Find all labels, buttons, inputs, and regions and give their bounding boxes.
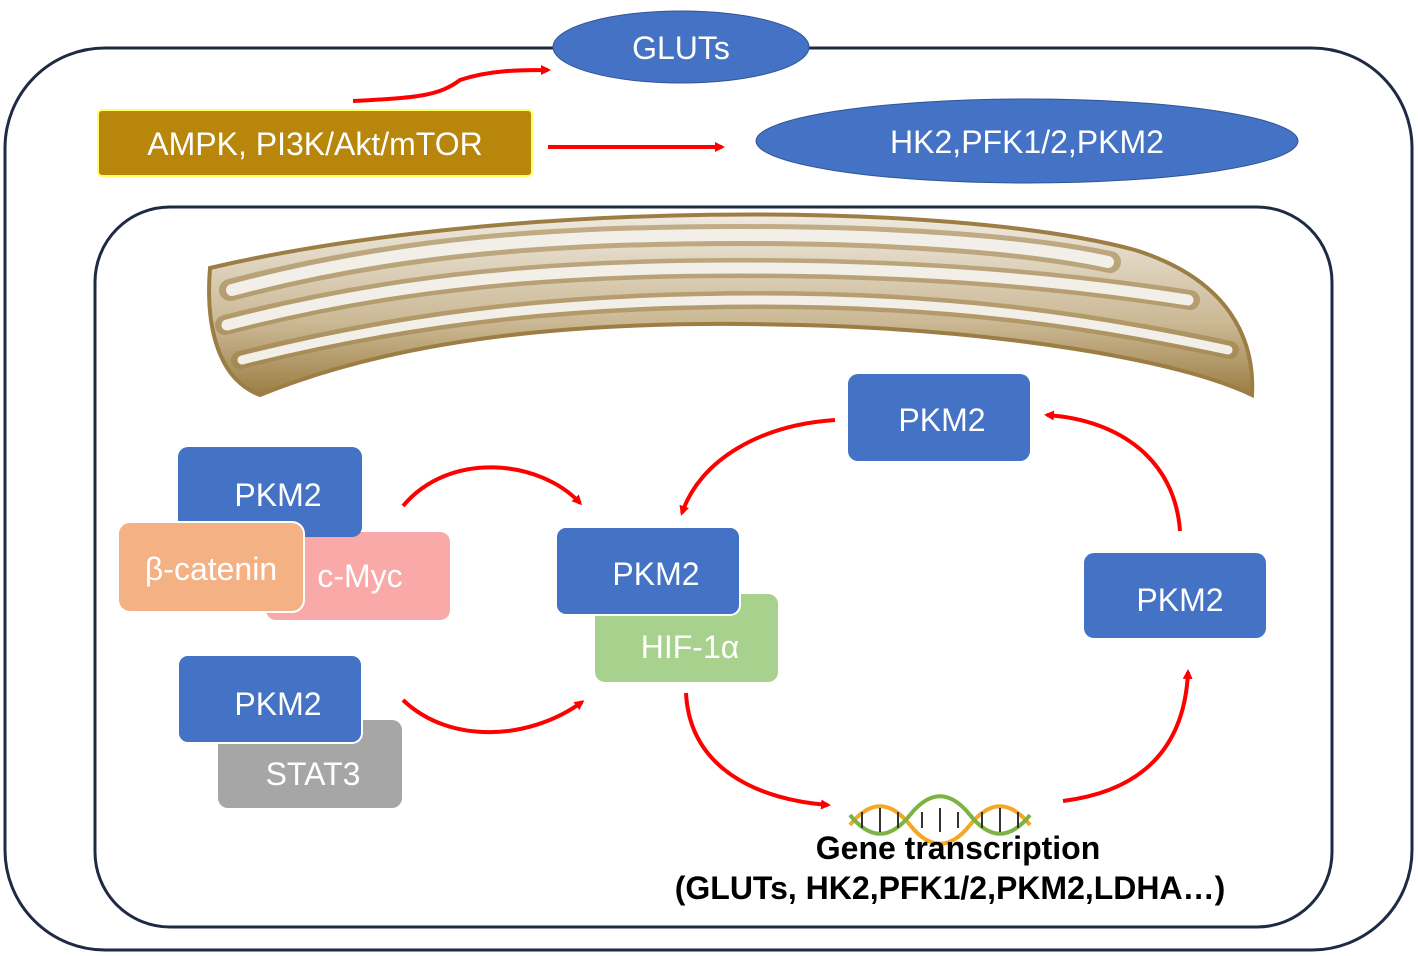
- complex-pkm2-beta-catenin: c-Myc PKM2 β-catenin: [117, 447, 450, 620]
- ampk-label: AMPK, PI3K/Akt/mTOR: [147, 126, 482, 162]
- pkm2-box-stat3: [177, 654, 363, 744]
- arrow-ampk-to-gluts: [352, 65, 551, 103]
- hif-label: HIF-1α: [641, 629, 740, 665]
- gene-transcription-title: Gene transcription: [816, 830, 1101, 866]
- arrow-beta-to-hif: [401, 465, 583, 508]
- stat3-label: STAT3: [266, 756, 361, 792]
- pkm2-box-beta: [178, 447, 362, 537]
- arrow-top-pkm2-to-hif: [679, 418, 836, 516]
- gluts-transporter: GLUTs: [552, 10, 810, 84]
- enzymes-label: HK2,PFK1/2,PKM2: [890, 124, 1164, 160]
- arrow-right-to-top-pkm2: [1044, 410, 1182, 532]
- arrow-gene-to-right-pkm2: [1062, 669, 1193, 803]
- pkm2-box-hif: [555, 526, 741, 616]
- pkm2-label-hif: PKM2: [612, 556, 699, 592]
- er-organelle: [207, 212, 1255, 399]
- cmyc-label: c-Myc: [317, 558, 402, 594]
- complex-pkm2-hif: HIF-1α PKM2: [555, 526, 778, 682]
- beta-catenin-box: [117, 521, 305, 613]
- arrow-stat3-to-hif: [401, 698, 585, 735]
- complex-pkm2-stat3: STAT3 PKM2: [177, 654, 402, 808]
- glycolytic-enzymes: HK2,PFK1/2,PKM2: [755, 98, 1299, 184]
- cycle-pkm2-top-label: PKM2: [898, 402, 985, 438]
- cycle-pkm2-right: PKM2: [1084, 553, 1266, 638]
- arrow-hif-to-gene: [684, 692, 831, 810]
- ampk-signaling-box: AMPK, PI3K/Akt/mTOR: [97, 109, 533, 177]
- gene-transcription-targets: (GLUTs, HK2,PFK1/2,PKM2,LDHA…): [675, 870, 1226, 906]
- cycle-pkm2-top: PKM2: [848, 374, 1030, 461]
- cmyc-box: [266, 532, 450, 620]
- pkm2-label-beta: PKM2: [234, 477, 321, 513]
- pkm2-label-stat3: PKM2: [234, 686, 321, 722]
- beta-catenin-label: β-catenin: [145, 551, 277, 587]
- cycle-pkm2-right-label: PKM2: [1136, 582, 1223, 618]
- nucleus-membrane: [93, 205, 1334, 929]
- gluts-label: GLUTs: [632, 30, 730, 66]
- dna-helix-icon: [848, 794, 1032, 846]
